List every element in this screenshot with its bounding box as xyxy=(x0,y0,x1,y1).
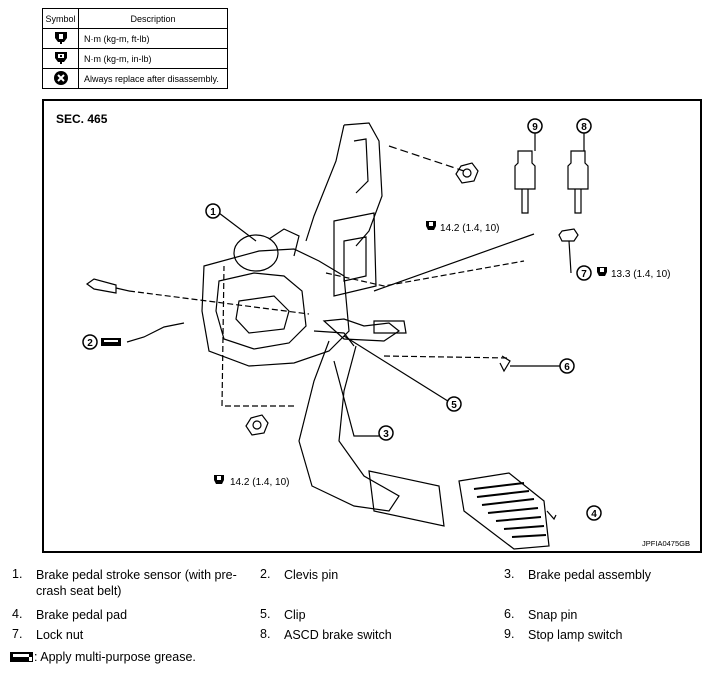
grease-icon xyxy=(10,652,33,662)
legend-row-text: Always replace after disassembly. xyxy=(78,68,228,89)
part-name: Clevis pin xyxy=(284,568,339,582)
part-number: 3. xyxy=(504,567,515,581)
part-name: Brake pedal pad xyxy=(36,608,128,622)
list-item: 3. Brake pedal assembly xyxy=(492,567,651,583)
grease-note: : Apply multi-purpose grease. xyxy=(10,650,196,664)
callout-2: 2 xyxy=(87,338,93,349)
callout-circle xyxy=(82,334,98,350)
part-name: ASCD brake switch xyxy=(284,628,392,642)
part-number: 5. xyxy=(260,607,271,621)
callout-circle xyxy=(446,396,462,412)
torque-lock-nut: 13.3 (1.4, 10) xyxy=(611,269,670,280)
legend-header-row: Symbol Description xyxy=(42,8,228,29)
part-name: Snap pin xyxy=(528,608,578,622)
part-name: Brake pedal assembly xyxy=(528,568,651,582)
section-label: SEC. 465 xyxy=(56,112,108,126)
callout-8: 8 xyxy=(581,122,587,133)
legend-row-text: N·m (kg-m, ft-lb) xyxy=(78,28,228,49)
part-name: Clip xyxy=(284,608,306,622)
brake-pedal-illustration: 1 2 3 4 5 6 7 8 9 SEC. 465 14.2 (1.4, 10… xyxy=(56,112,690,550)
callout-3: 3 xyxy=(383,429,389,440)
callout-circle xyxy=(527,118,543,134)
list-item: 5. Clip xyxy=(248,607,306,623)
callout-1: 1 xyxy=(210,207,216,218)
callout-4: 4 xyxy=(591,509,597,520)
list-item: 2. Clevis pin xyxy=(248,567,338,583)
callout-9: 9 xyxy=(532,122,538,133)
list-item: 4. Brake pedal pad xyxy=(0,607,127,623)
callout-circle xyxy=(576,118,592,134)
callout-7: 7 xyxy=(581,269,587,280)
part-number: 7. xyxy=(12,627,23,641)
part-number: 6. xyxy=(504,607,515,621)
callout-circle xyxy=(205,203,221,219)
list-item: 7. Lock nut xyxy=(0,627,83,643)
symbol-legend-table: Symbol Description N·m (kg-m, ft-lb) N·m… xyxy=(42,8,228,89)
list-item: 9. Stop lamp switch xyxy=(492,627,622,643)
callout-circle xyxy=(378,425,394,441)
torque-wrench-icon xyxy=(214,475,224,484)
description-header: Description xyxy=(78,8,228,29)
torque-wrench-icon xyxy=(42,28,79,49)
list-item: 6. Snap pin xyxy=(492,607,577,623)
legend-row: N·m (kg-m, ft-lb) xyxy=(42,28,228,49)
symbol-header: Symbol xyxy=(42,8,79,29)
part-number: 8. xyxy=(260,627,271,641)
callout-6: 6 xyxy=(564,362,570,373)
list-item: 1. Brake pedal stroke sensor (with pre-c… xyxy=(0,567,255,599)
part-number: 2. xyxy=(260,567,271,581)
figure-code: JPFIA0475GB xyxy=(642,539,690,548)
torque-wrench-icon xyxy=(597,267,607,276)
torque-wrench-inlb-icon xyxy=(42,48,79,69)
exploded-view-diagram: 1 2 3 4 5 6 7 8 9 SEC. 465 14.2 (1.4, 10… xyxy=(42,99,702,553)
grease-icon xyxy=(101,338,121,346)
torque-wrench-icon xyxy=(426,221,436,230)
part-number: 9. xyxy=(504,627,515,641)
legend-row-text: N·m (kg-m, in-lb) xyxy=(78,48,228,69)
part-name: Stop lamp switch xyxy=(528,628,623,642)
part-name: Brake pedal stroke sensor (with pre-cras… xyxy=(36,568,237,598)
legend-row: N·m (kg-m, in-lb) xyxy=(42,48,228,69)
callout-circle xyxy=(586,505,602,521)
callout-circle xyxy=(559,358,575,374)
grease-note-text: : Apply multi-purpose grease. xyxy=(34,650,196,664)
torque-lower-nut: 14.2 (1.4, 10) xyxy=(230,477,289,488)
list-item: 8. ASCD brake switch xyxy=(248,627,392,643)
part-name: Lock nut xyxy=(36,628,84,642)
part-number: 4. xyxy=(12,607,23,621)
always-replace-icon xyxy=(42,68,79,89)
torque-upper-nut: 14.2 (1.4, 10) xyxy=(440,223,499,234)
callout-circle xyxy=(576,265,592,281)
part-number: 1. xyxy=(12,567,23,581)
legend-row: Always replace after disassembly. xyxy=(42,68,228,89)
callout-5: 5 xyxy=(451,400,457,411)
